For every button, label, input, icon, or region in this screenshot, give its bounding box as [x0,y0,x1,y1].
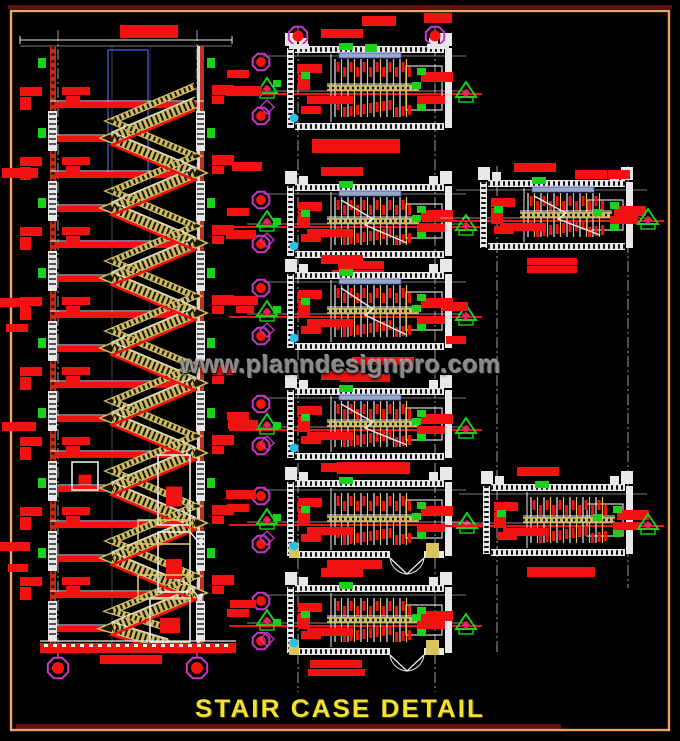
plan-typical-floor-alt [422,163,664,273]
plan-entrance-floor [227,463,483,575]
drawing-border [9,9,671,732]
drawing-title: STAIR CASE DETAIL [194,695,486,723]
watermark-text: www.planndesignpro.com [179,351,502,379]
plan-entrance-floor-alt [425,467,664,577]
plan-first-floor [227,371,482,474]
plan-mid-floor [227,255,482,365]
plan-lower-ground [227,568,482,676]
staircase-section-elevation [19,25,236,680]
dimension-text-bars [0,13,630,608]
